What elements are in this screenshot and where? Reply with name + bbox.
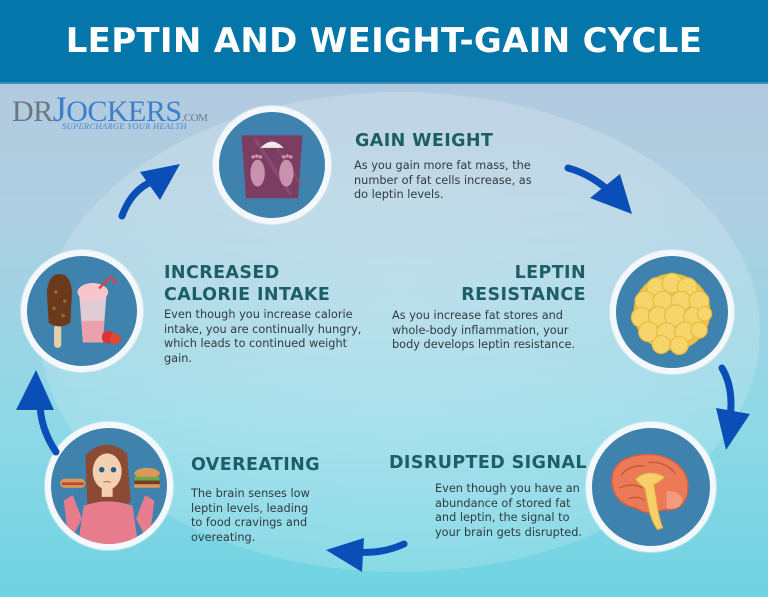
gain-weight-circle (213, 106, 331, 224)
woman-eating-icon (60, 444, 160, 544)
fat-cells-icon (630, 272, 713, 355)
step-title-gain-weight: GAIN WEIGHT (355, 131, 494, 151)
arrow-left-icon (326, 538, 408, 572)
arrow-up-icon (16, 370, 60, 456)
increased-calorie-circle (21, 250, 143, 372)
bathroom-scale-icon (241, 135, 303, 199)
step-desc-disrupted-signal: Even though you have an abundance of sto… (435, 482, 582, 539)
logo-j: J (52, 89, 67, 129)
drjockers-logo: DRJOCKERS.COM SUPERCHARGE YOUR HEALTH (12, 91, 208, 133)
step-desc-increased-calorie-intake: Even though you increase calorie intake,… (164, 308, 362, 365)
step-desc-overeating: The brain senses low leptin levels, lead… (191, 487, 310, 544)
step-title-disrupted-signal: DISRUPTED SIGNAL (389, 453, 587, 473)
logo-dr: DR (12, 95, 53, 128)
step-title-overeating: OVEREATING (191, 455, 320, 475)
disrupted-signal-circle (586, 422, 716, 552)
logo-com: .COM (181, 112, 208, 124)
step-desc-gain-weight: As you gain more fat mass, the number of… (354, 159, 532, 201)
step-title-increased-calorie-intake: INCREASED CALORIE INTAKE (164, 262, 330, 306)
overeating-circle (45, 422, 173, 550)
brain-icon (611, 453, 689, 531)
title-line: INCREASED (164, 263, 280, 283)
ice-cream-milkshake-icon (46, 274, 121, 348)
logo-ockers: OCKERS (66, 95, 182, 128)
title-line: CALORIE INTAKE (164, 285, 331, 305)
step-desc-leptin-resistance: As you increase fat stores and whole-bod… (392, 309, 576, 351)
title-line: LEPTIN (514, 263, 586, 283)
header-banner: LEPTIN AND WEIGHT-GAIN CYCLE (0, 0, 768, 84)
arrow-down-right-icon (564, 164, 632, 214)
page-title: LEPTIN AND WEIGHT-GAIN CYCLE (65, 21, 703, 61)
step-title-leptin-resistance: LEPTIN RESISTANCE (440, 262, 586, 306)
arrow-down-icon (716, 364, 750, 450)
arrow-up-right-icon (118, 164, 180, 220)
leptin-resistance-circle (610, 250, 734, 374)
title-line: RESISTANCE (461, 285, 586, 305)
logo-tagline: SUPERCHARGE YOUR HEALTH (62, 121, 187, 131)
